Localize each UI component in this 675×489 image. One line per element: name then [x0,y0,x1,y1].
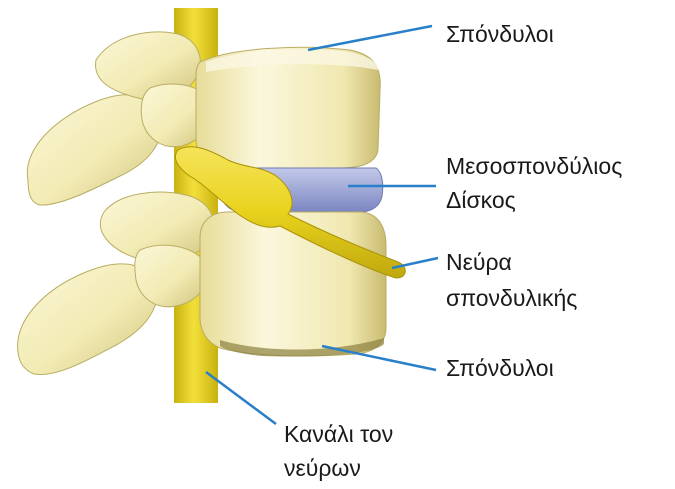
label-canal-line2: νεύρων [284,452,361,484]
lower-vertebral-body [200,212,386,356]
label-nerve-line1: Νεύρα [446,246,512,278]
label-canal-line1: Κανάλι τον [284,418,393,450]
label-disc-line2: Δίσκος [446,184,516,216]
pointer-line-vertebrae-bottom [322,346,436,370]
label-vertebrae-bottom: Σπόνδυλοι [446,352,554,384]
label-nerve-line2: σπονδυλικής [446,282,577,314]
label-vertebrae-top: Σπόνδυλοι [446,18,554,50]
pointer-line-vertebrae-top [308,26,432,50]
label-disc-line1: Μεσοσπονδύλιος [446,150,622,182]
